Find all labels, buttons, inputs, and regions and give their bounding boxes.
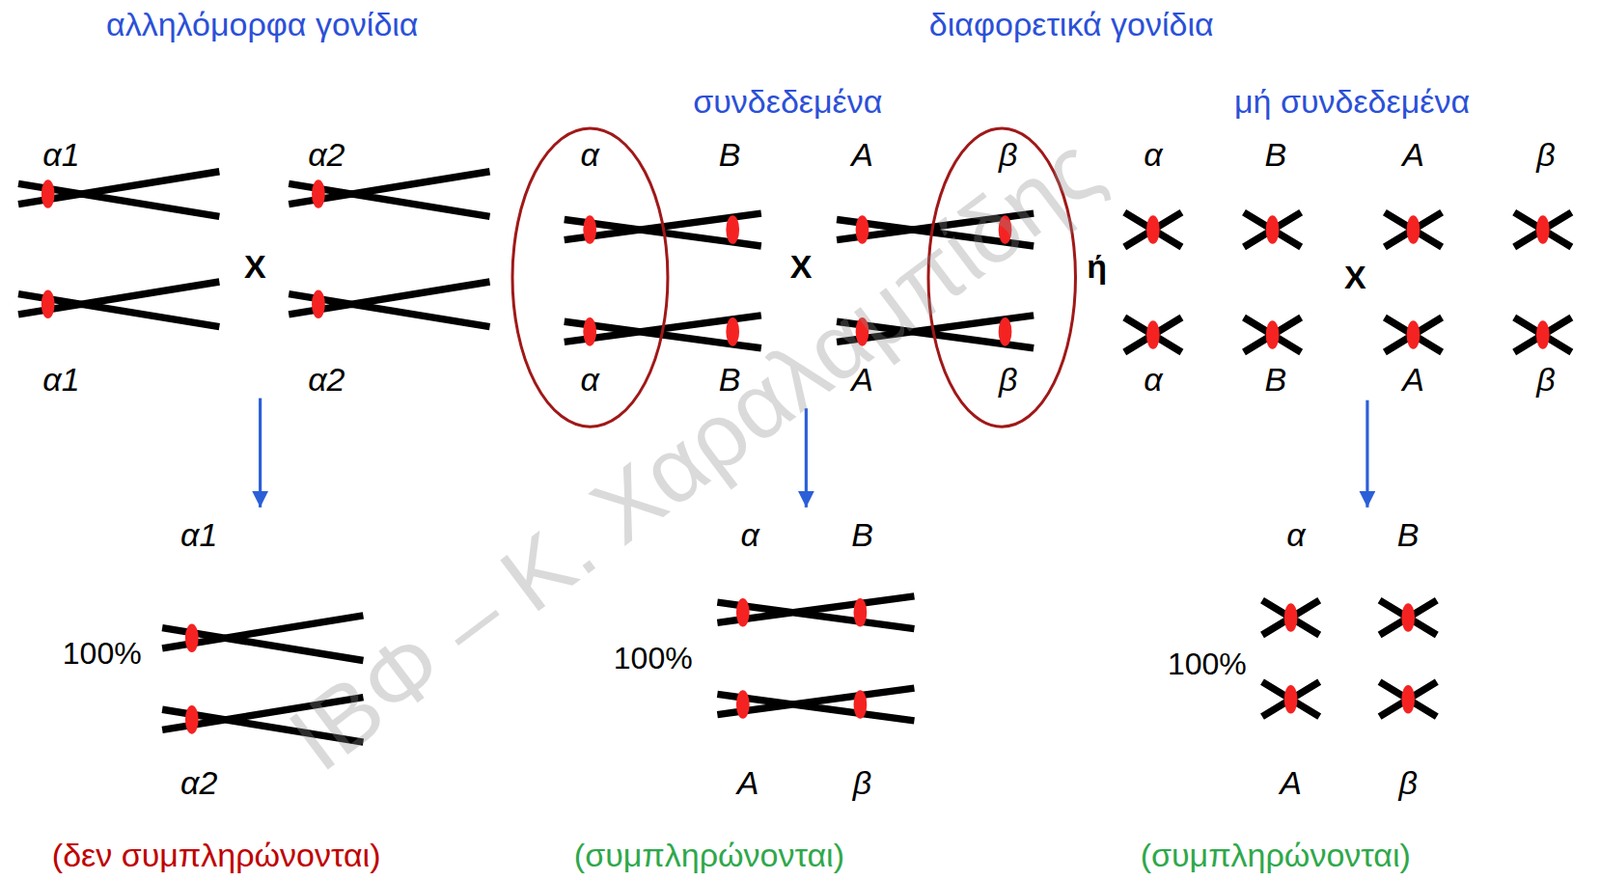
chromosome	[1384, 317, 1442, 353]
gene-label: α	[1143, 136, 1162, 174]
gene-label: B	[718, 136, 742, 174]
chromosome	[288, 281, 490, 328]
gene-label: A	[1279, 765, 1302, 803]
gene-label: B	[1264, 360, 1287, 399]
grouping-ellipse: αα	[510, 126, 670, 429]
result-note: (συμπληρώνονται)	[1140, 836, 1411, 875]
gene-label: A	[737, 765, 760, 803]
cross-symbol: X	[1344, 258, 1367, 297]
gene-label: A	[1402, 136, 1425, 174]
chromosome	[1243, 212, 1301, 248]
gene-label: α	[740, 517, 759, 555]
gene-locus	[725, 317, 740, 347]
chromosome	[18, 281, 220, 328]
section-heading: συνδεδεμένα	[692, 82, 883, 121]
section-heading: αλληλόμορφα γονίδια	[106, 6, 419, 45]
gene-label: β	[1536, 360, 1555, 399]
percentage-label: 100%	[1167, 645, 1247, 682]
gene-locus	[854, 689, 868, 719]
chromosome	[717, 688, 914, 721]
gene-label: α1	[42, 136, 80, 174]
gene-label: β	[998, 360, 1018, 399]
gene-label: α2	[307, 136, 345, 174]
section-heading: μή συνδεδεμένα	[1234, 82, 1470, 121]
chromosome	[1262, 600, 1320, 635]
chromosome	[1514, 212, 1572, 248]
percentage-label: 100%	[62, 635, 142, 672]
chromosome	[288, 171, 490, 218]
gene-label: β	[1398, 765, 1417, 803]
gene-label: α2	[180, 765, 218, 803]
chromosome	[18, 171, 220, 218]
gene-label: A	[1402, 360, 1425, 399]
chromosome	[717, 596, 914, 630]
result-note: (δεν συμπληρώνονται)	[52, 836, 382, 875]
gene-label: A	[851, 136, 874, 174]
chromosome	[1243, 317, 1301, 353]
result-note: (συμπληρώνονται)	[574, 836, 845, 875]
gene-label: β	[1536, 136, 1555, 174]
gene-label: B	[1264, 136, 1287, 174]
percentage-label: 100%	[613, 640, 693, 677]
gene-label: α	[1286, 517, 1305, 555]
gene-locus	[725, 215, 740, 245]
gene-label: B	[851, 517, 874, 555]
gene-locus	[854, 598, 868, 628]
cross-symbol: ή	[1086, 248, 1107, 287]
chromosome	[1514, 317, 1572, 353]
section-heading: διαφορετικά γονίδια	[929, 6, 1214, 45]
watermark: ΙΒΦ – Κ. Χαραλαμπίδης	[270, 114, 1120, 792]
chromosome	[1262, 682, 1320, 718]
result-arrow	[258, 398, 262, 508]
gene-label: α1	[42, 360, 80, 399]
cross-symbol: X	[244, 248, 267, 287]
ellipse-outline-shape	[512, 128, 668, 427]
chromosome	[1379, 600, 1437, 635]
gene-label: α	[579, 136, 599, 174]
chromosome	[1379, 682, 1437, 718]
gene-locus	[998, 317, 1013, 347]
chromosome	[1124, 317, 1182, 353]
cross-symbol: X	[790, 248, 813, 287]
gene-label: α2	[307, 360, 345, 399]
result-arrow	[1365, 400, 1369, 508]
gene-label: β	[853, 765, 872, 803]
gene-label: α1	[180, 517, 218, 555]
gene-label: B	[1397, 517, 1420, 555]
chromosome	[1384, 212, 1442, 248]
chromosome	[1124, 212, 1182, 248]
gene-label: α	[1143, 360, 1162, 399]
gene-label: α	[579, 360, 599, 399]
chromosome	[162, 615, 363, 662]
